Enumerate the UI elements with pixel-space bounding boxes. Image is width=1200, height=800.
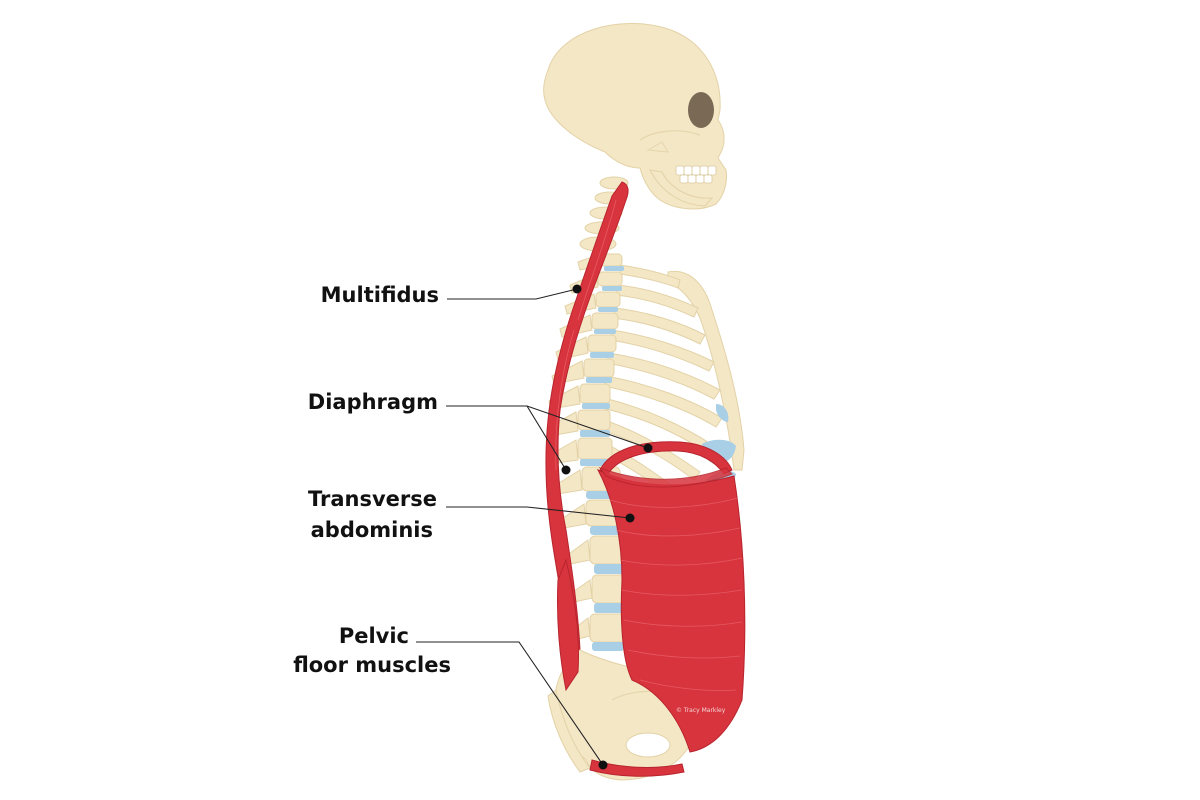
diaphragm-muscle (598, 441, 733, 488)
pelvic-leader (416, 641, 604, 766)
multifidus-lower-leader (526, 405, 567, 471)
label-pelvic-line1: Pelvic (339, 624, 409, 648)
labels: Multifidus Diaphragm Transverse abdomini… (293, 283, 451, 677)
label-pelvic-line2: floor muscles (293, 653, 451, 677)
transverse-leader (446, 506, 631, 519)
label-transverse-line1: Transverse (308, 487, 437, 511)
multifidus-lower-pointer (561, 465, 571, 475)
teeth (675, 165, 717, 184)
pelvic-floor-muscle (589, 759, 685, 777)
label-multifidus: Multifidus (321, 283, 439, 307)
label-diaphragm: Diaphragm (308, 390, 438, 414)
eye-orbit (688, 92, 714, 128)
skull (543, 22, 727, 210)
diaphragm-pointer (643, 443, 653, 453)
transverse-abdominis-muscle (556, 468, 746, 753)
illustrator-credit: © Tracy Markley (676, 707, 726, 714)
transverse-pointer (625, 513, 635, 523)
multifidus-pointer (572, 284, 582, 294)
pelvic-pointer (598, 760, 608, 770)
label-transverse-line2: abdominis (311, 518, 433, 542)
leader-lines (416, 284, 653, 770)
multifidus-leader (447, 288, 578, 300)
